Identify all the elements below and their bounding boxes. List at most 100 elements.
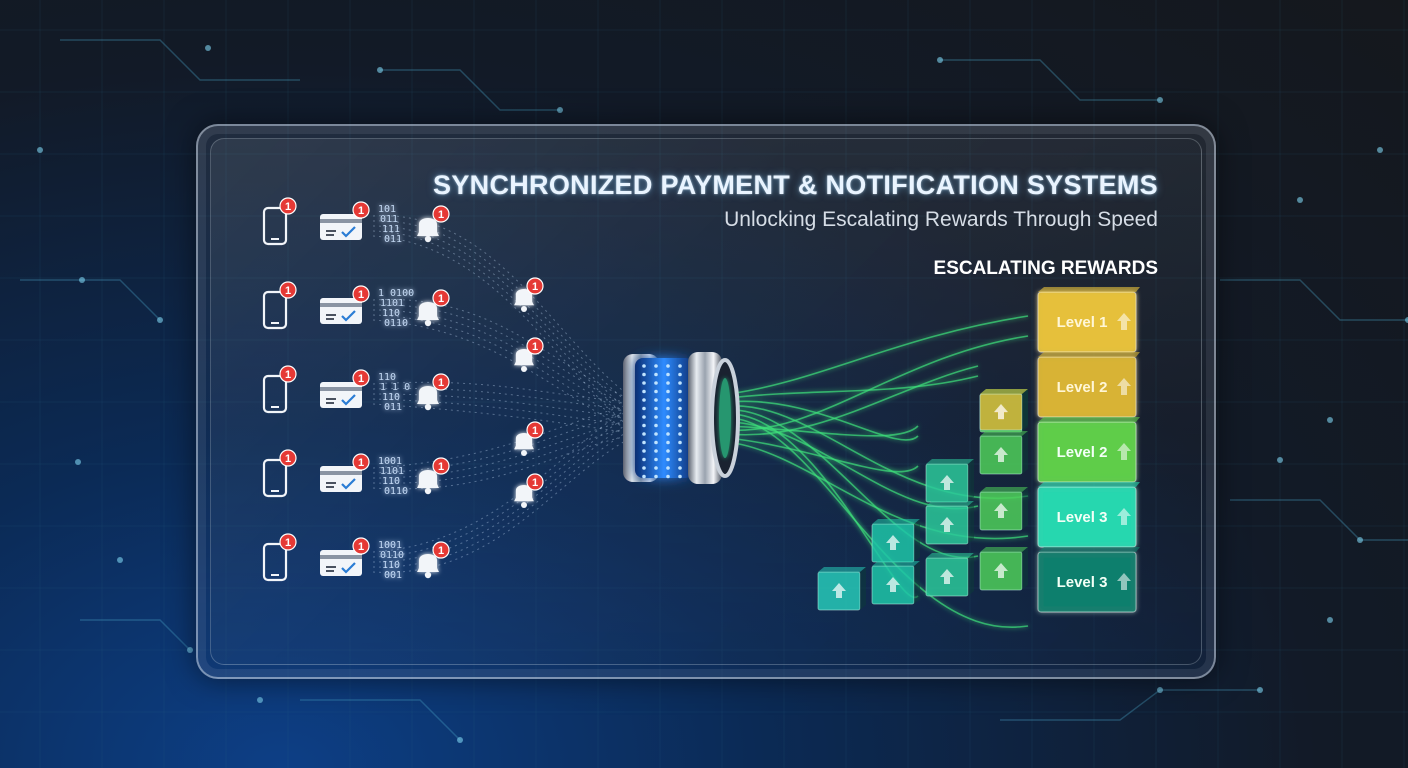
bell-icon: 1 xyxy=(514,337,544,372)
rewards-heading: ESCALATING REWARDS xyxy=(933,258,1158,279)
bell-icon xyxy=(417,386,439,411)
up-arrow-icon xyxy=(886,577,900,592)
bell-icon: 1 xyxy=(514,473,544,508)
notification-badge-count: 1 xyxy=(438,293,444,305)
up-arrow-icon xyxy=(886,535,900,550)
reward-level-block: Level 3 xyxy=(1037,547,1140,613)
reward-cube xyxy=(871,519,920,563)
reward-stairs xyxy=(817,389,1028,611)
reward-level-block: Level 3 xyxy=(1037,482,1140,548)
binary-data-line: 111 xyxy=(382,224,400,235)
notification-badge-count: 1 xyxy=(438,545,444,557)
up-arrow-icon xyxy=(940,475,954,490)
payment-card-icon xyxy=(320,298,362,324)
phone-icon xyxy=(262,290,288,330)
notification-badge-count: 1 xyxy=(285,201,291,213)
payment-card-icon xyxy=(320,550,362,576)
notification-badge-count: 1 xyxy=(358,205,364,217)
binary-data-line: 0110 xyxy=(384,486,408,497)
phone-icon xyxy=(262,542,288,582)
binary-data-line: 1101 xyxy=(380,466,404,477)
binary-data-line: 101 xyxy=(378,204,396,215)
up-arrow-icon xyxy=(994,404,1008,419)
reward-cube xyxy=(979,547,1028,591)
input-row: 1 1 1 xyxy=(262,449,450,498)
bell-icon: 1 xyxy=(514,421,544,456)
bell-icon: 1 xyxy=(514,277,544,312)
up-arrow-icon xyxy=(994,503,1008,518)
input-row: 1 1 1 xyxy=(262,533,450,582)
up-arrow-icon xyxy=(940,517,954,532)
reward-level-block: Level 2 xyxy=(1037,417,1140,483)
phone-icon xyxy=(262,206,288,246)
up-arrow-icon xyxy=(940,569,954,584)
notification-badge-count: 1 xyxy=(285,453,291,465)
notification-badge-count: 1 xyxy=(285,537,291,549)
notification-badge-count: 1 xyxy=(438,377,444,389)
input-rows: 1 1 1 1 1 1 1 1 1 1 1 1 1 1 1 1 1 1 1 xyxy=(262,197,544,582)
up-arrow-icon xyxy=(832,583,846,598)
reward-cube xyxy=(817,567,866,611)
binary-data-line: 110 xyxy=(378,372,396,383)
reward-cube xyxy=(979,389,1028,431)
up-arrow-icon xyxy=(1117,573,1131,590)
notification-badge-count: 1 xyxy=(285,369,291,381)
binary-data-line: 110 xyxy=(382,476,400,487)
up-arrow-icon xyxy=(994,447,1008,462)
reward-level-label: Level 3 xyxy=(1057,574,1108,591)
notification-badge-count: 1 xyxy=(532,425,538,437)
notification-badge-count: 1 xyxy=(358,373,364,385)
reward-levels: Level 1 Level 2 Level 2 Level 3 Level 3 xyxy=(1037,287,1140,613)
payment-card-icon xyxy=(320,466,362,492)
input-row: 1 1 1 xyxy=(262,281,450,330)
notification-badge-count: 1 xyxy=(285,285,291,297)
input-row: 1 1 1 xyxy=(262,365,450,414)
notification-badge-count: 1 xyxy=(358,457,364,469)
notification-badge-count: 1 xyxy=(358,289,364,301)
notification-badge-count: 1 xyxy=(532,341,538,353)
phone-icon xyxy=(262,458,288,498)
binary-data-line: 110 xyxy=(382,560,400,571)
phone-icon xyxy=(262,374,288,414)
page-subtitle: Unlocking Escalating Rewards Through Spe… xyxy=(724,208,1158,231)
binary-data-line: 011 xyxy=(384,234,402,245)
notification-badge-count: 1 xyxy=(532,281,538,293)
reward-level-label: Level 2 xyxy=(1057,379,1108,396)
binary-data-line: 011 xyxy=(384,402,402,413)
notification-badge-count: 1 xyxy=(532,477,538,489)
up-arrow-icon xyxy=(994,563,1008,578)
reward-cube xyxy=(925,501,974,545)
notification-badge-count: 1 xyxy=(358,541,364,553)
reward-streams xyxy=(727,315,1029,629)
notification-badge-count: 1 xyxy=(438,461,444,473)
binary-data-line: 1 0100 xyxy=(378,288,414,299)
binary-data-line: 1001 xyxy=(378,456,402,467)
input-row: 1 1 1 xyxy=(262,197,450,246)
bell-icon xyxy=(417,218,439,243)
data-streams xyxy=(372,215,639,573)
payment-card-icon xyxy=(320,214,362,240)
notification-badge-count: 1 xyxy=(438,209,444,221)
up-arrow-icon xyxy=(1117,443,1131,460)
reward-cube xyxy=(871,561,920,605)
up-arrow-icon xyxy=(1117,508,1131,525)
binary-data-line: 1 1 0 xyxy=(380,382,410,393)
up-arrow-icon xyxy=(1117,378,1131,395)
binary-data-line: 011 xyxy=(380,214,398,225)
binary-data-line: 0110 xyxy=(384,318,408,329)
reward-level-label: Level 3 xyxy=(1057,509,1108,526)
reward-cube xyxy=(925,459,974,503)
reward-level-label: Level 1 xyxy=(1057,314,1108,331)
bell-icon xyxy=(417,554,439,579)
bell-icon xyxy=(417,470,439,495)
binary-data-line: 110 xyxy=(382,392,400,403)
up-arrow-icon xyxy=(1117,313,1131,330)
reward-cube xyxy=(979,431,1028,475)
sync-core-icon xyxy=(623,352,740,484)
reward-level-label: Level 2 xyxy=(1057,444,1108,461)
binary-data-line: 1001 xyxy=(378,540,402,551)
bell-icon xyxy=(417,302,439,327)
reward-cube xyxy=(925,553,974,597)
reward-level-block: Level 1 xyxy=(1037,287,1140,353)
